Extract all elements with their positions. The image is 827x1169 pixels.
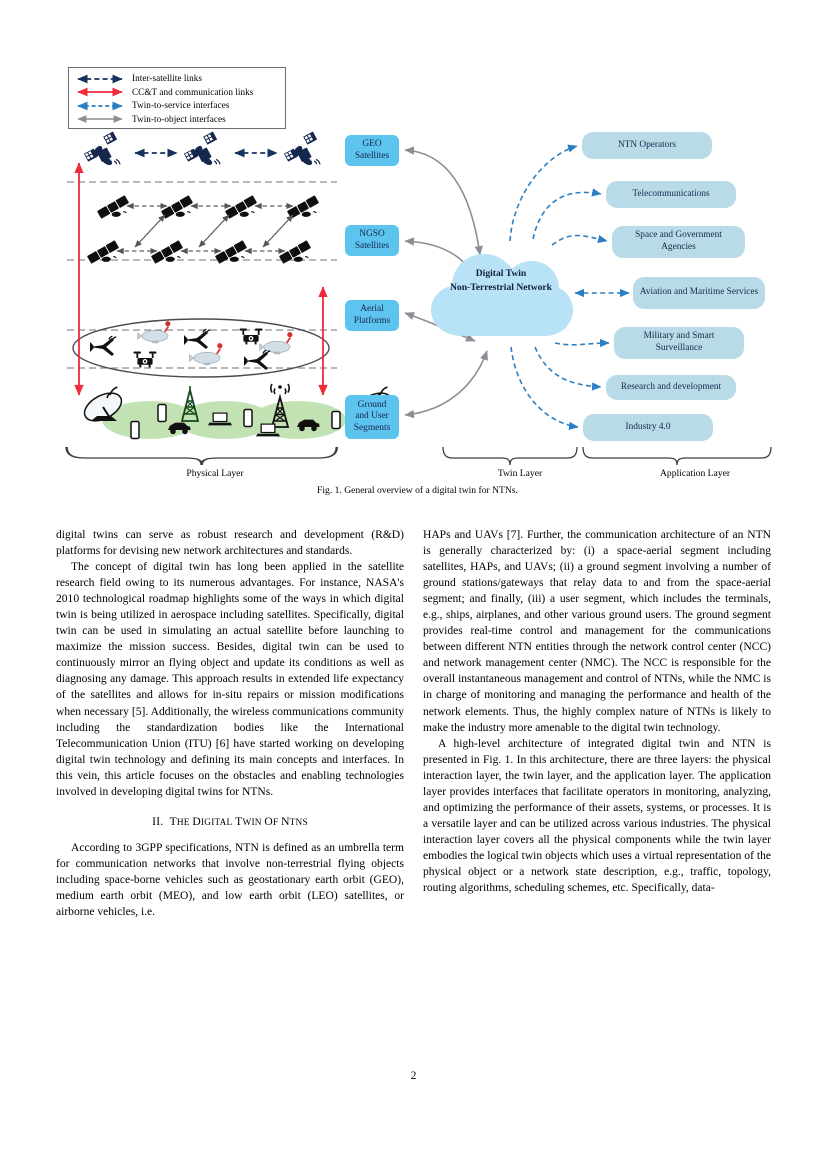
legend-label: CC&T and communication links	[132, 86, 254, 97]
legend-row: Inter-satellite links	[74, 72, 280, 86]
app-box-label: Aviation and Maritime Services	[639, 287, 759, 298]
layer-braces	[65, 446, 772, 466]
section-heading: II. THE DIGITAL TWIN OF NTNS	[56, 814, 404, 831]
figure-artwork	[65, 130, 772, 466]
paragraph: According to 3GPP specifications, NTN is…	[56, 841, 404, 919]
paragraph: A high-level architecture of integrated …	[423, 737, 771, 895]
layer-label-physical: Physical Layer	[186, 468, 244, 479]
app-box-label: Space and Government Agencies	[635, 230, 722, 252]
app-box-military-and-smart-surveillance: Military and Smart Surveillance	[614, 327, 744, 359]
double-arrow-dashed-navy-icon	[77, 74, 123, 84]
layer-label-twin: Twin Layer	[497, 468, 543, 479]
legend-row: Twin-to-object interfaces	[74, 113, 280, 127]
body-column-right: HAPs and UAVs [7]. Further, the communic…	[423, 527, 771, 896]
paragraph: The concept of digital twin has long bee…	[56, 561, 404, 798]
section-number: II.	[152, 814, 164, 828]
legend-label: Twin-to-object interfaces	[132, 113, 226, 124]
legend-row: CC&T and communication links	[74, 86, 280, 100]
app-box-ntn-operators: NTN Operators	[582, 132, 712, 159]
app-box-label: Military and Smart Surveillance	[643, 331, 715, 353]
section-title: THE DIGITAL TWIN OF NTNS	[169, 814, 308, 828]
app-box-label: Industry 4.0	[625, 421, 671, 432]
double-arrow-solid-red-icon	[77, 87, 123, 97]
app-box-label: Telecommunications	[632, 188, 710, 199]
app-box-label: NTN Operators	[617, 139, 677, 150]
double-arrow-solid-gray-icon	[77, 115, 123, 124]
legend-label: Inter-satellite links	[132, 73, 203, 84]
app-box-telecommunications: Telecommunications	[606, 181, 736, 208]
figure-legend: Inter-satellite links CC&T and communica…	[68, 67, 286, 129]
paragraph: digital twins can serve as robust resear…	[56, 529, 404, 558]
body-column-left: digital twins can serve as robust resear…	[56, 527, 404, 920]
paragraph: HAPs and UAVs [7]. Further, the communic…	[423, 529, 771, 734]
figure-1: Inter-satellite links CC&T and communica…	[55, 55, 780, 510]
page-number: 2	[410, 1070, 417, 1082]
digital-twin-cloud	[431, 254, 573, 336]
app-box-label: Research and development	[620, 381, 722, 392]
layer-label-application: Application Layer	[659, 468, 731, 479]
legend-row: Twin-to-service interfaces	[74, 99, 280, 113]
double-arrow-dashed-blue-icon	[77, 101, 123, 111]
app-box-industry-4-0: Industry 4.0	[583, 414, 713, 441]
app-box-space-and-government-agencies: Space and Government Agencies	[612, 226, 745, 258]
app-box-research-and-development: Research and development	[606, 375, 736, 400]
app-box-aviation-and-maritime-services: Aviation and Maritime Services	[633, 277, 765, 309]
twin-to-service-interfaces	[509, 144, 630, 430]
legend-label: Twin-to-service interfaces	[132, 100, 230, 111]
cct-communication-links	[74, 162, 328, 396]
geo-satellites-group	[83, 130, 321, 168]
ngso-satellites-group	[86, 194, 324, 272]
figure-caption: Fig. 1. General overview of a digital tw…	[317, 485, 518, 496]
aerial-platforms-group	[72, 318, 330, 378]
